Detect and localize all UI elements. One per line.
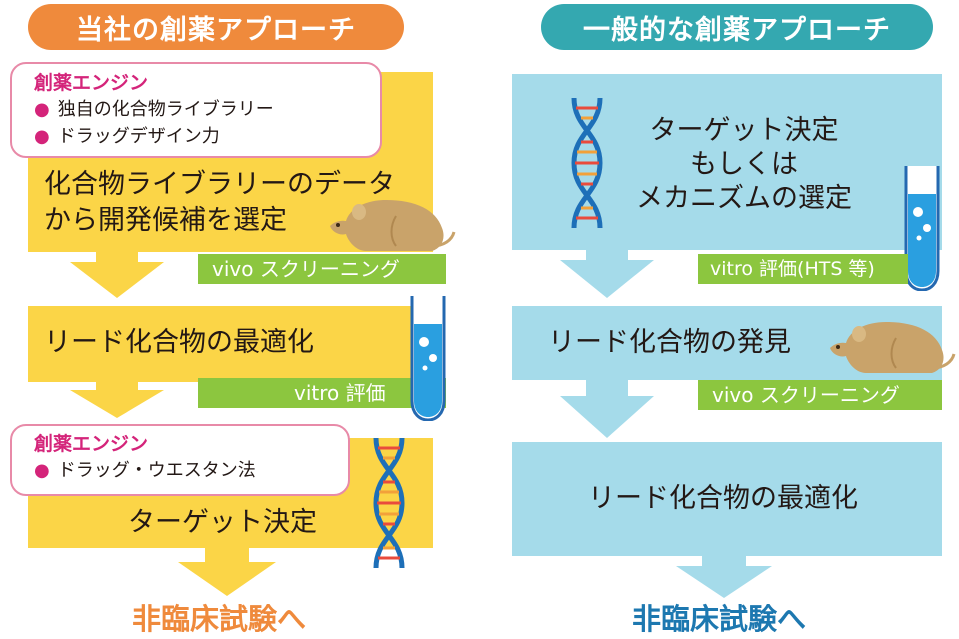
right-arrow3-stem bbox=[702, 554, 746, 568]
drug-engine-item: ● ドラッグデザイン力 bbox=[34, 123, 380, 150]
right-footer: 非臨床試験へ bbox=[632, 602, 807, 636]
left-step3-label: ターゲット決定 bbox=[128, 507, 317, 538]
left-step1-line1: 化合物ライブラリーのデータ bbox=[44, 169, 395, 200]
drug-engine-item-label: 独自の化合物ライブラリー bbox=[57, 99, 274, 120]
right-step1-line3: メカニズムの選定 bbox=[636, 183, 852, 214]
left-arrow1-stem bbox=[96, 250, 138, 264]
left-step2-box bbox=[28, 306, 433, 382]
drug-engine-title: 創薬エンジン bbox=[34, 72, 149, 94]
dna-icon bbox=[364, 438, 414, 568]
drug-engine-item-label: ドラッグ・ウエスタン法 bbox=[57, 460, 256, 481]
left-screening-bar-1: vivo スクリーニング bbox=[198, 254, 446, 284]
right-step3-box bbox=[512, 442, 942, 556]
test-tube-icon bbox=[902, 166, 942, 291]
right-header: 一般的な創薬アプローチ bbox=[541, 4, 933, 50]
left-step1-line2: から開発候補を選定 bbox=[44, 205, 287, 236]
right-arrow3 bbox=[676, 566, 772, 598]
right-arrow1-stem bbox=[586, 248, 628, 262]
right-step1-line2: もしくは bbox=[690, 149, 798, 180]
left-arrow2-stem bbox=[96, 380, 138, 392]
drug-engine-item: ● 独自の化合物ライブラリー bbox=[34, 96, 380, 123]
right-screening-bar-1: vitro 評価(HTS 等) bbox=[698, 254, 908, 284]
drug-engine-box-2: 創薬エンジン ● ドラッグ・ウエスタン法 bbox=[10, 424, 350, 496]
right-arrow1 bbox=[560, 260, 654, 298]
left-step2-label: リード化合物の最適化 bbox=[44, 327, 314, 358]
right-step2-label: リード化合物の発見 bbox=[548, 327, 791, 358]
drug-engine-item: ● ドラッグ・ウエスタン法 bbox=[34, 457, 348, 484]
right-arrow2-stem bbox=[586, 378, 628, 398]
right-arrow2 bbox=[560, 396, 654, 438]
drug-engine-title: 創薬エンジン bbox=[34, 433, 149, 455]
mouse-icon bbox=[826, 318, 956, 378]
drug-engine-item-label: ドラッグデザイン力 bbox=[57, 126, 220, 147]
test-tube-icon bbox=[408, 296, 448, 421]
left-header: 当社の創薬アプローチ bbox=[28, 4, 404, 50]
bullet-icon: ● bbox=[34, 99, 50, 120]
left-arrow3 bbox=[178, 562, 276, 596]
right-screening-bar-2: vivo スクリーニング bbox=[698, 380, 942, 410]
dna-icon bbox=[562, 98, 612, 228]
right-step3-label: リード化合物の最適化 bbox=[588, 483, 858, 514]
left-screening-bar-2: vitro 評価 bbox=[198, 378, 446, 408]
left-arrow1 bbox=[70, 262, 164, 298]
bullet-icon: ● bbox=[34, 126, 50, 147]
left-footer: 非臨床試験へ bbox=[132, 602, 307, 636]
left-arrow2 bbox=[70, 390, 164, 418]
drug-engine-box-1: 創薬エンジン ● 独自の化合物ライブラリー ● ドラッグデザイン力 bbox=[10, 62, 382, 158]
right-step1-line1: ターゲット決定 bbox=[649, 115, 839, 146]
mouse-icon bbox=[326, 196, 456, 256]
left-arrow3-stem bbox=[205, 546, 249, 564]
bullet-icon: ● bbox=[34, 460, 50, 481]
